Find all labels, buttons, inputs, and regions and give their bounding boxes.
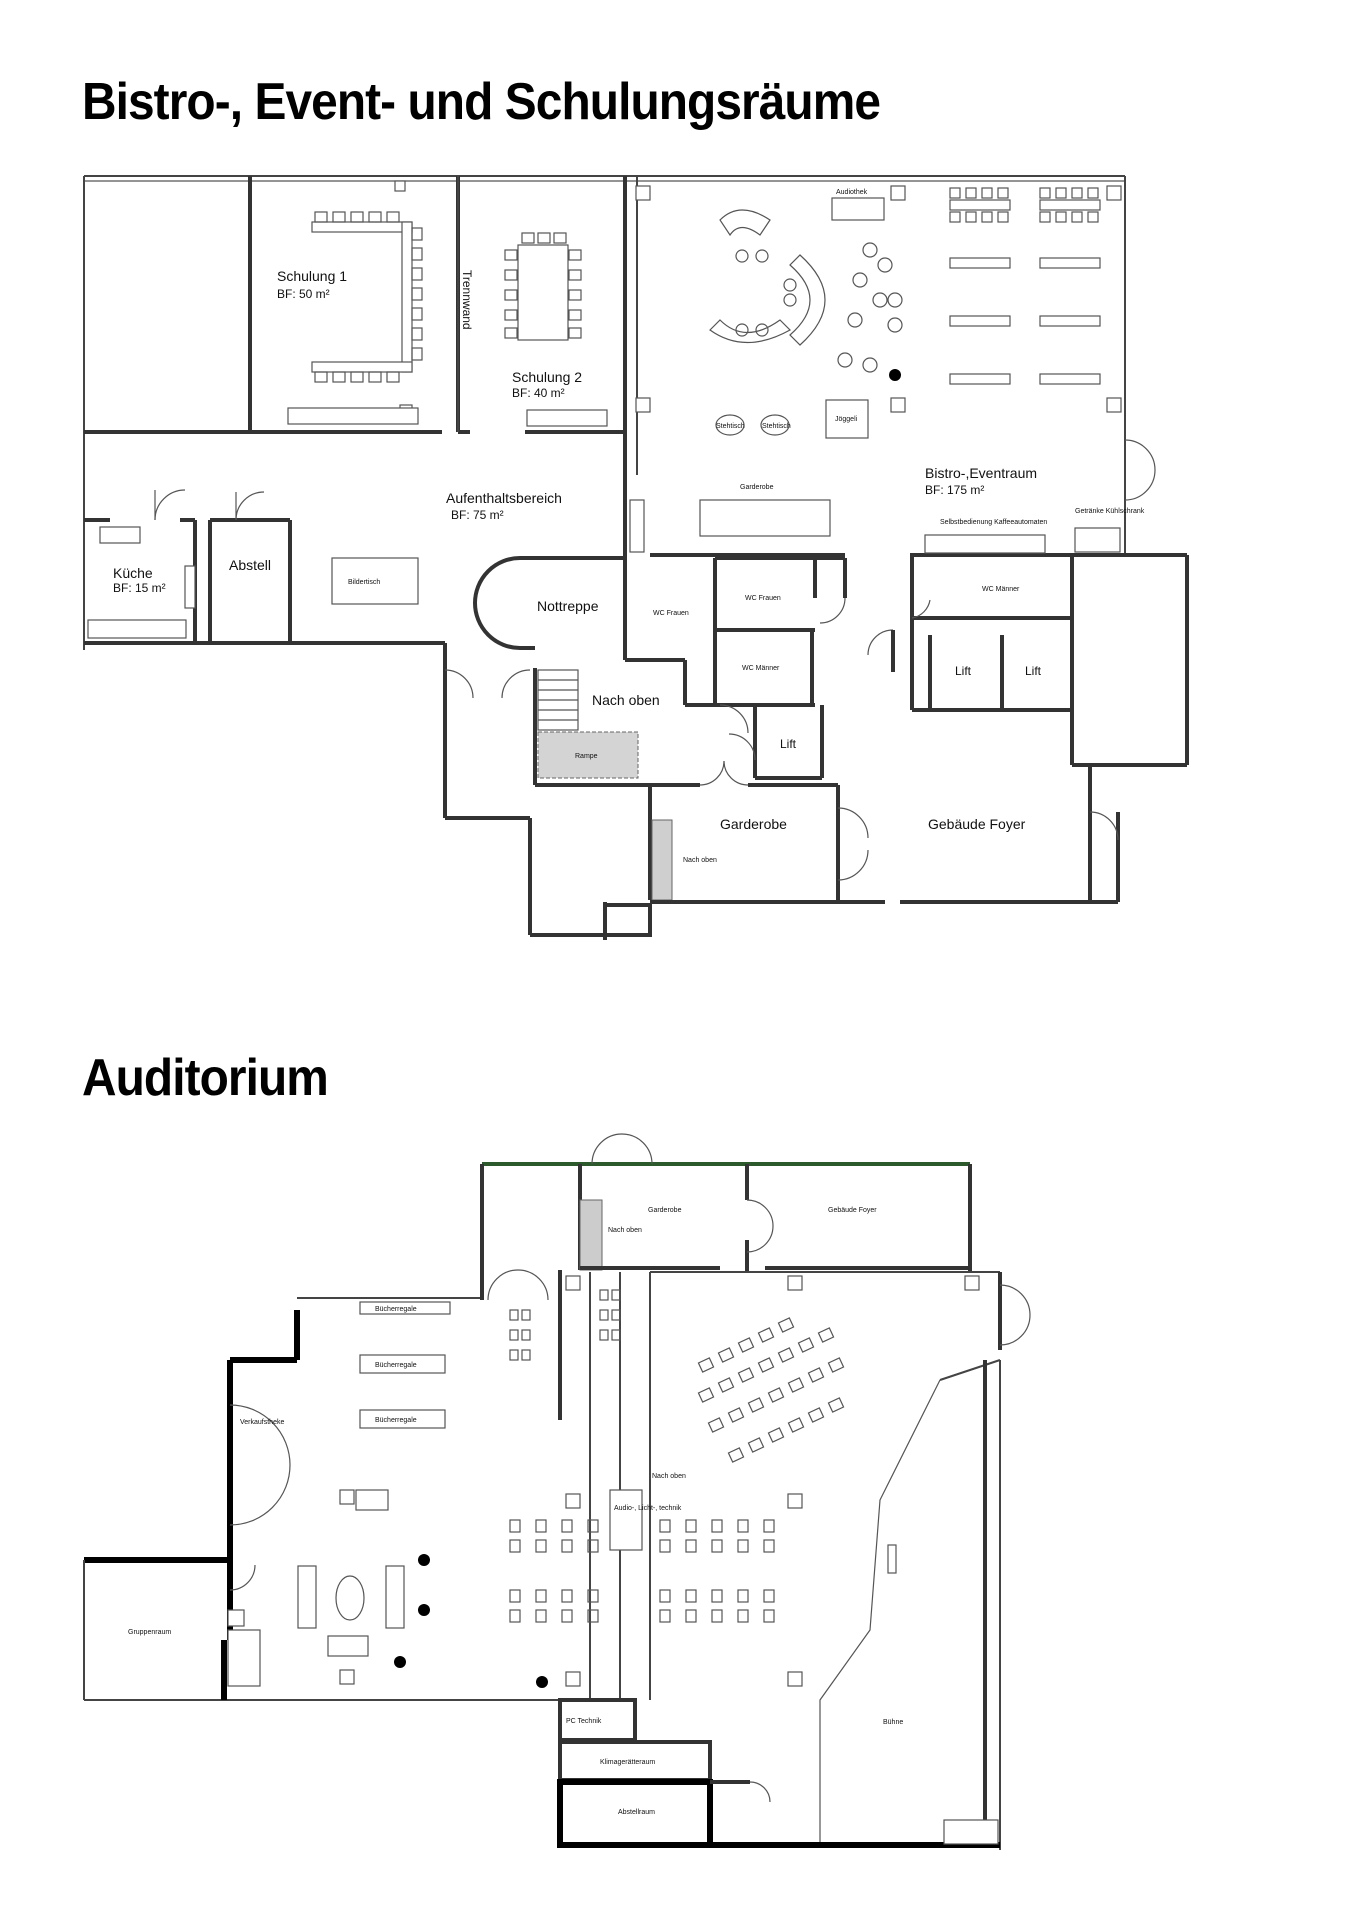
label-nottreppe: Nottreppe — [537, 598, 599, 614]
label-stehtisch1: Stehtisch — [716, 423, 745, 430]
label-aufenthalt: Aufenthaltsbereich — [446, 490, 562, 506]
label-nach-oben: Nach oben — [592, 692, 660, 708]
floor-plan-auditorium: Garderobe Nach oben Gebäude Foyer Bücher… — [83, 1133, 1031, 1850]
label-a-pc-technik: PC Technik — [566, 1718, 602, 1725]
label-wc-frauen-left: WC Frauen — [653, 610, 689, 617]
label-garderobe: Garderobe — [720, 816, 787, 832]
label-wc-maenner-left: WC Männer — [742, 665, 780, 672]
label-bistro-area: BF: 175 m² — [925, 483, 984, 497]
label-lift2: Lift — [955, 664, 972, 678]
label-selbstbedienung: Selbstbedienung Kaffeeautomaten — [940, 519, 1047, 526]
label-aufenthalt-area: BF: 75 m² — [451, 508, 504, 522]
heading-bistro: Bistro-, Event- und Schulungsräume — [82, 73, 881, 131]
label-bildertisch: Bildertisch — [348, 579, 380, 586]
floor-plan-bistro: Schulung 1 BF: 50 m² Schulung 2 BF: 40 m… — [83, 175, 1189, 940]
label-abstell: Abstell — [229, 557, 271, 573]
heading-auditorium: Auditorium — [82, 1049, 329, 1107]
label-a-buecher2: Bücherregale — [375, 1362, 417, 1369]
label-wc-frauen: WC Frauen — [745, 595, 781, 602]
label-schulung1-area: BF: 50 m² — [277, 287, 330, 301]
label-trennwand: Trennwand — [460, 270, 474, 330]
label-a-gruppenraum: Gruppenraum — [128, 1629, 171, 1636]
label-a-buecher3: Bücherregale — [375, 1417, 417, 1424]
label-a-technik: Audio-, Licht-, technik — [614, 1505, 682, 1512]
label-stehtisch2: Stehtisch — [762, 423, 791, 430]
label-schulung2-area: BF: 40 m² — [512, 386, 565, 400]
label-audiothek: Audiothek — [836, 189, 868, 196]
bildertisch — [331, 557, 419, 605]
label-lift1: Lift — [780, 737, 797, 751]
label-a-nach-oben2: Nach oben — [652, 1473, 686, 1480]
label-schulung1: Schulung 1 — [277, 268, 347, 284]
label-a-verkauf: Verkaufstheke — [240, 1419, 284, 1426]
label-a-foyer: Gebäude Foyer — [828, 1207, 877, 1214]
label-a-nach-oben1: Nach oben — [608, 1227, 642, 1234]
label-nach-oben-small: Nach oben — [683, 857, 717, 864]
label-a-buecher1: Bücherregale — [375, 1306, 417, 1313]
label-kueche: Küche — [113, 565, 153, 581]
label-a-garderobe: Garderobe — [648, 1207, 682, 1214]
label-wc-maenner: WC Männer — [982, 586, 1020, 593]
label-bistro: Bistro-,Eventraum — [925, 465, 1037, 481]
label-lift3: Lift — [1025, 664, 1042, 678]
seats — [509, 1289, 845, 1623]
label-a-abstell: Abstellraum — [618, 1809, 655, 1816]
label-rampe: Rampe — [575, 753, 598, 760]
label-gardelle: Garderobe — [740, 484, 774, 491]
label-kueche-area: BF: 15 m² — [113, 581, 166, 595]
label-joeggeli: Jöggeli — [835, 416, 858, 423]
label-schulung2: Schulung 2 — [512, 369, 582, 385]
label-a-klima: Klimagerätteraum — [600, 1759, 655, 1766]
label-foyer: Gebäude Foyer — [928, 816, 1026, 832]
label-getraenke: Getränke Kühlschrank — [1075, 508, 1145, 515]
label-a-buehne: Bühne — [883, 1719, 903, 1726]
